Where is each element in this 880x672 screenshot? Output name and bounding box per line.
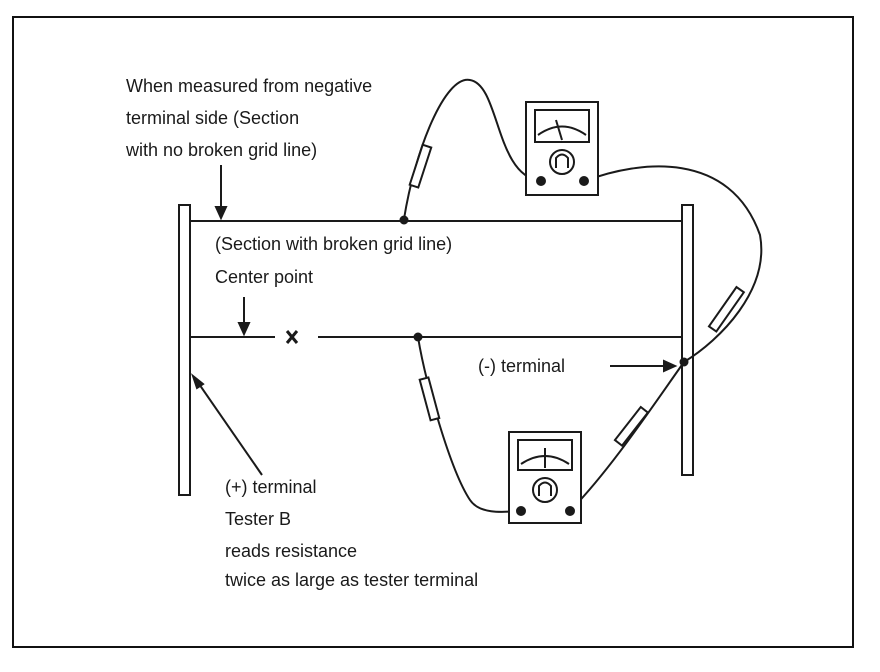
arrow-plus-terminal (190, 373, 263, 476)
label-negative-side-line2: terminal side (Section (126, 108, 300, 128)
upper-lead-right (584, 165, 763, 363)
arrow-center-point (237, 297, 251, 337)
ohmmeter-icon (525, 101, 599, 196)
diagram-frame (12, 16, 854, 648)
right-bus-bar (681, 204, 694, 476)
upper-probe-left (408, 143, 433, 189)
label-tester-b: Tester B (225, 509, 292, 529)
lower-probe-left (418, 376, 441, 422)
arrow-minus-terminal (610, 359, 678, 373)
label-twice-as-large: twice as large as tester terminal (225, 570, 479, 590)
label-reads-resistance: reads resistance (225, 541, 358, 561)
label-minus-terminal: (-) terminal (478, 356, 566, 376)
ohmmeter-icon (508, 431, 582, 524)
minus-terminal-dot (679, 357, 689, 367)
bottom-contact-dot (413, 332, 423, 342)
label-negative-side-line1: When measured from negative (126, 76, 373, 96)
lower-lead-right (569, 361, 685, 512)
lower-lead-left (417, 336, 521, 513)
top-contact-dot (399, 215, 409, 225)
label-negative-side-line3: with no broken grid line) (126, 140, 318, 160)
label-plus-terminal: (+) terminal (225, 477, 317, 497)
label-broken-section: (Section with broken grid line) (215, 234, 453, 254)
x-mark-icon (285, 330, 299, 344)
label-center-point: Center point (215, 267, 314, 287)
lower-probe-right (613, 405, 650, 448)
arrow-negative-side (214, 165, 228, 221)
upper-probe-right (707, 285, 746, 333)
left-bus-bar (178, 204, 191, 496)
